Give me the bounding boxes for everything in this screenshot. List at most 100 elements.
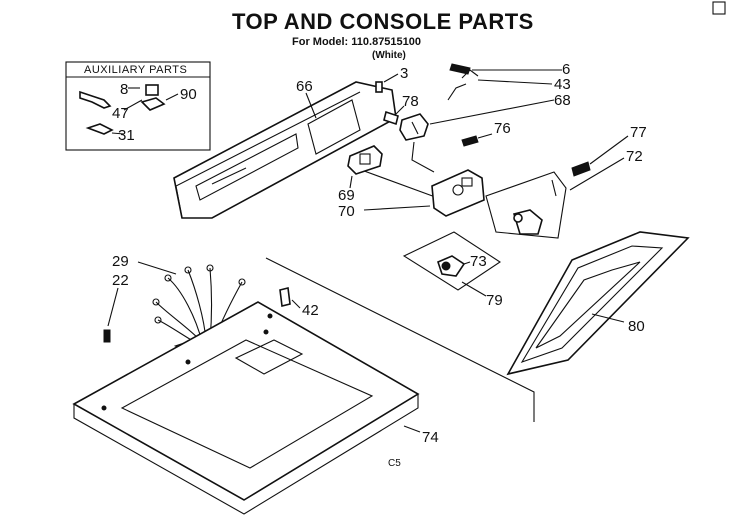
connector-f <box>154 316 162 324</box>
console-label-strip <box>211 167 247 185</box>
part-77-screw <box>571 161 591 177</box>
label-70: 70 <box>338 203 355 220</box>
part-80-rear-panel <box>506 231 690 376</box>
leader-79 <box>461 281 487 297</box>
alignment-line-top <box>265 257 535 422</box>
label-69: 69 <box>338 187 355 204</box>
part-22-screw <box>103 329 111 343</box>
part-72-shaft <box>513 213 523 223</box>
alignment-line-69 <box>355 167 439 199</box>
model-number: For Model: 110.87515100 <box>292 36 422 48</box>
console-panel-edge <box>175 91 361 219</box>
aux-part-31-shape <box>85 123 114 135</box>
part-80-grille <box>535 261 641 349</box>
label-79: 79 <box>486 292 503 309</box>
leader-74 <box>403 425 421 433</box>
connector-c <box>206 264 214 272</box>
top-panel-hinge-plate <box>234 339 304 375</box>
label-22: 22 <box>112 272 129 289</box>
label-68: 68 <box>554 92 571 109</box>
console-display-window <box>195 133 299 201</box>
auxiliary-box-frame <box>65 61 211 151</box>
label-90: 90 <box>180 86 197 103</box>
leader-76 <box>477 133 493 139</box>
harness-wire-a <box>167 277 203 343</box>
aux-part-90-shape <box>140 97 166 111</box>
label-31: 31 <box>118 127 135 144</box>
aux-part-8-shape <box>79 90 112 109</box>
auxiliary-parts-box: AUXILIARY PARTS 8 47 90 31 <box>65 61 211 151</box>
connector-d <box>238 278 246 286</box>
top-panel-lid-opening <box>120 339 374 469</box>
part-70-control <box>431 169 485 217</box>
connector-b <box>184 266 192 274</box>
connector-a <box>164 274 172 282</box>
part-43-wire <box>447 83 467 101</box>
label-29: 29 <box>112 253 129 270</box>
leader-66 <box>305 92 317 119</box>
label-80: 80 <box>628 318 645 335</box>
panel-hole-d <box>263 329 269 335</box>
leader-80 <box>591 313 625 323</box>
label-77: 77 <box>630 124 647 141</box>
part-73-knob <box>437 255 466 277</box>
leader-72 <box>569 157 625 191</box>
leader-77 <box>589 135 629 165</box>
footer-code: C5 <box>388 458 401 469</box>
part-6-shape <box>449 63 471 75</box>
harness-wire-b <box>187 269 207 341</box>
top-panel-front-edge <box>73 394 419 515</box>
leader-31 <box>111 132 125 135</box>
label-43: 43 <box>554 76 571 93</box>
leader-68 <box>429 99 555 125</box>
label-47: 47 <box>112 105 129 122</box>
label-6: 6 <box>562 61 570 78</box>
label-76: 76 <box>494 120 511 137</box>
auxiliary-box-title: AUXILIARY PARTS <box>84 64 187 76</box>
top-panel-surface <box>72 301 420 501</box>
label-8: 8 <box>120 81 128 98</box>
leader-70 <box>363 205 431 211</box>
leader-43 <box>477 79 553 85</box>
part-42-shape <box>279 287 291 307</box>
label-42: 42 <box>302 302 319 319</box>
aux-part-47-shape <box>145 84 159 96</box>
part-70-terminal <box>461 177 473 187</box>
leader-29 <box>137 261 177 275</box>
diagram-title: TOP AND CONSOLE PARTS <box>232 9 534 34</box>
leader-22 <box>107 287 119 327</box>
part-72-pointer <box>551 179 557 197</box>
label-73: 73 <box>470 253 487 270</box>
leader-47 <box>123 99 143 111</box>
part-70-knob <box>452 184 464 196</box>
label-78: 78 <box>402 93 419 110</box>
console-control-window <box>307 99 361 155</box>
label-66: 66 <box>296 78 313 95</box>
leader-3 <box>383 73 399 83</box>
model-variant: (White) <box>372 50 406 61</box>
part-43-clip <box>461 69 479 79</box>
leader-90 <box>165 93 179 101</box>
label-74: 74 <box>422 429 439 446</box>
part-73-center <box>441 261 451 271</box>
leader-73 <box>463 261 471 265</box>
panel-hole-a <box>101 405 107 411</box>
part-80-inner-frame <box>520 245 664 364</box>
harness-wire-e <box>155 301 201 341</box>
part-3-shape <box>375 81 383 93</box>
leader-69 <box>349 175 353 189</box>
part-79-outline <box>402 231 501 291</box>
alignment-line-68 <box>411 141 435 173</box>
connector-e <box>152 298 160 306</box>
part-69-switch <box>347 145 383 175</box>
label-3: 3 <box>400 65 408 82</box>
part-76-screw <box>461 135 479 147</box>
panel-hole-c <box>267 313 273 319</box>
label-72: 72 <box>626 148 643 165</box>
part-74-top-panel <box>72 301 420 515</box>
part-69-detail <box>359 153 371 165</box>
corner-mark <box>712 1 726 15</box>
panel-hole-b <box>185 359 191 365</box>
